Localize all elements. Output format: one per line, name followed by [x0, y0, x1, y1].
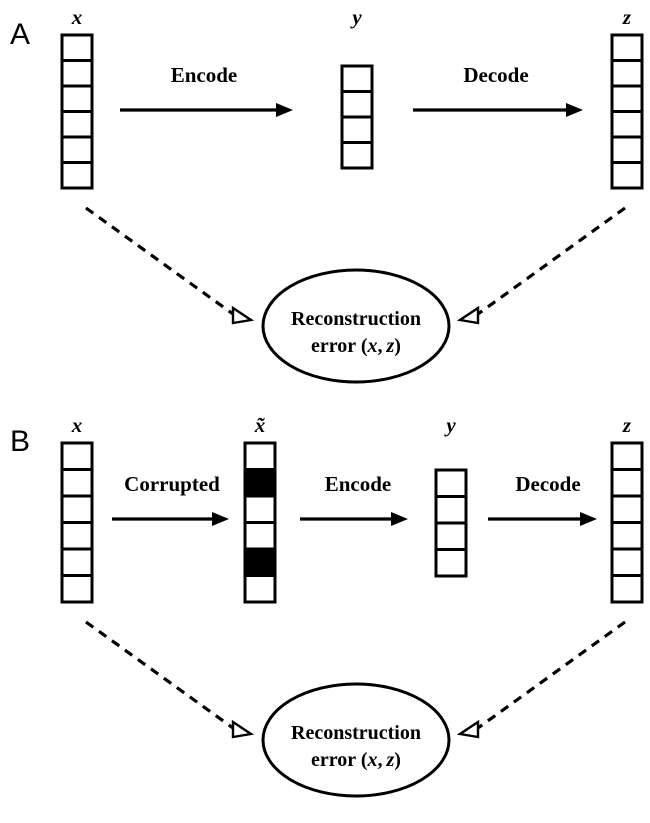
- error-ellipse: [261, 682, 451, 798]
- panel-b-vector-x-label: x: [71, 413, 83, 437]
- panel-b-encode-arrow: Encode: [300, 472, 408, 526]
- vector-cell: [610, 84, 644, 113]
- vector-cell: [434, 468, 468, 498]
- panel-b-decode-arrow: Decode: [488, 472, 597, 526]
- error-line2-comma: ,: [377, 749, 382, 771]
- panel-a-vector-x: [60, 33, 94, 190]
- panel-b-corrupted-label: Corrupted: [124, 472, 220, 496]
- vector-cell: [610, 59, 644, 88]
- vector-cell: [610, 574, 644, 604]
- panel-a-reconstruction-error-node: Reconstruction error (x,z): [261, 268, 451, 384]
- vector-cell: [60, 468, 94, 498]
- vector-cell: [243, 521, 277, 551]
- panel-b-vector-x: [60, 441, 94, 604]
- panel-a-vector-z: [610, 33, 644, 190]
- panel-a: A x Encode y: [10, 5, 644, 384]
- vector-cell: [243, 494, 277, 524]
- vector-cell: [60, 59, 94, 88]
- panel-b-dashed-arrow-z-to-error: [456, 620, 626, 739]
- vector-cell: [60, 521, 94, 551]
- panel-b-reconstruction-error-node: Reconstruction error (x,z): [261, 682, 451, 798]
- panel-b-vector-y: [434, 468, 468, 578]
- panel-a-error-line2: error (x,z): [311, 335, 401, 357]
- vector-cell: [60, 547, 94, 577]
- panel-b-vector-y-label: y: [443, 413, 456, 437]
- vector-cell: [60, 135, 94, 164]
- vector-cell: [60, 441, 94, 471]
- vector-cell: [610, 494, 644, 524]
- vector-cell-corrupted: [243, 468, 277, 498]
- panel-a-error-line1: Reconstruction: [291, 308, 421, 330]
- vector-cell: [610, 110, 644, 139]
- vector-cell: [60, 33, 94, 62]
- panel-b-vector-x-tilde-label: x̃: [254, 413, 266, 437]
- panel-a-letter: A: [10, 18, 30, 51]
- vector-cell: [610, 441, 644, 471]
- vector-cell-corrupted: [243, 547, 277, 577]
- panel-a-decode-label: Decode: [463, 63, 528, 87]
- error-line2-arg-x: x: [366, 335, 377, 357]
- vector-cell: [610, 161, 644, 190]
- vector-cell: [60, 84, 94, 113]
- vector-cell: [610, 521, 644, 551]
- panel-b-error-line2: error (x,z): [311, 749, 401, 771]
- error-line2-comma: ,: [377, 335, 382, 357]
- panel-a-vector-z-label: z: [622, 5, 632, 29]
- vector-cell: [610, 33, 644, 62]
- vector-cell: [340, 64, 374, 93]
- vector-cell: [434, 521, 468, 551]
- panel-b-vector-z-label: z: [622, 413, 632, 437]
- panel-a-decode-arrow: Decode: [413, 63, 583, 117]
- vector-cell: [60, 110, 94, 139]
- vector-cell: [243, 441, 277, 471]
- vector-cell: [610, 468, 644, 498]
- error-line2-suffix: ): [394, 335, 401, 357]
- panel-a-encode-label: Encode: [171, 63, 238, 87]
- panel-b-corrupted-arrow: Corrupted: [112, 472, 229, 526]
- vector-cell: [434, 548, 468, 578]
- error-line2-arg-z: z: [385, 749, 394, 771]
- panel-a-vector-y-label: y: [349, 5, 362, 29]
- panel-b: B x Corrupted x̃: [10, 413, 644, 798]
- panel-a-encode-arrow: Encode: [120, 63, 293, 117]
- error-line2-arg-x: x: [366, 749, 377, 771]
- vector-cell: [243, 574, 277, 604]
- vector-cell: [610, 547, 644, 577]
- error-line2-arg-z: z: [385, 335, 394, 357]
- error-ellipse: [261, 268, 451, 384]
- vector-cell: [610, 135, 644, 164]
- vector-cell: [340, 115, 374, 144]
- vector-cell: [340, 141, 374, 170]
- panel-b-vector-x-tilde: [243, 441, 277, 604]
- vector-cell: [60, 574, 94, 604]
- panel-a-dashed-arrow-x-to-error: [85, 206, 255, 325]
- vector-cell: [434, 495, 468, 525]
- panel-b-decode-label: Decode: [515, 472, 580, 496]
- panel-a-dashed-arrow-z-to-error: [456, 206, 626, 325]
- panel-b-vector-z: [610, 441, 644, 604]
- panel-b-dashed-arrow-x-to-error: [85, 620, 255, 739]
- error-line2-prefix: error (: [311, 749, 368, 771]
- error-line2-prefix: error (: [311, 335, 368, 357]
- panel-b-encode-label: Encode: [325, 472, 392, 496]
- panel-b-error-line1: Reconstruction: [291, 722, 421, 744]
- panel-a-vector-x-label: x: [71, 5, 83, 29]
- vector-cell: [340, 90, 374, 119]
- panel-a-vector-y: [340, 64, 374, 170]
- panel-b-letter: B: [10, 425, 30, 458]
- error-line2-suffix: ): [394, 749, 401, 771]
- vector-cell: [60, 494, 94, 524]
- vector-cell: [60, 161, 94, 190]
